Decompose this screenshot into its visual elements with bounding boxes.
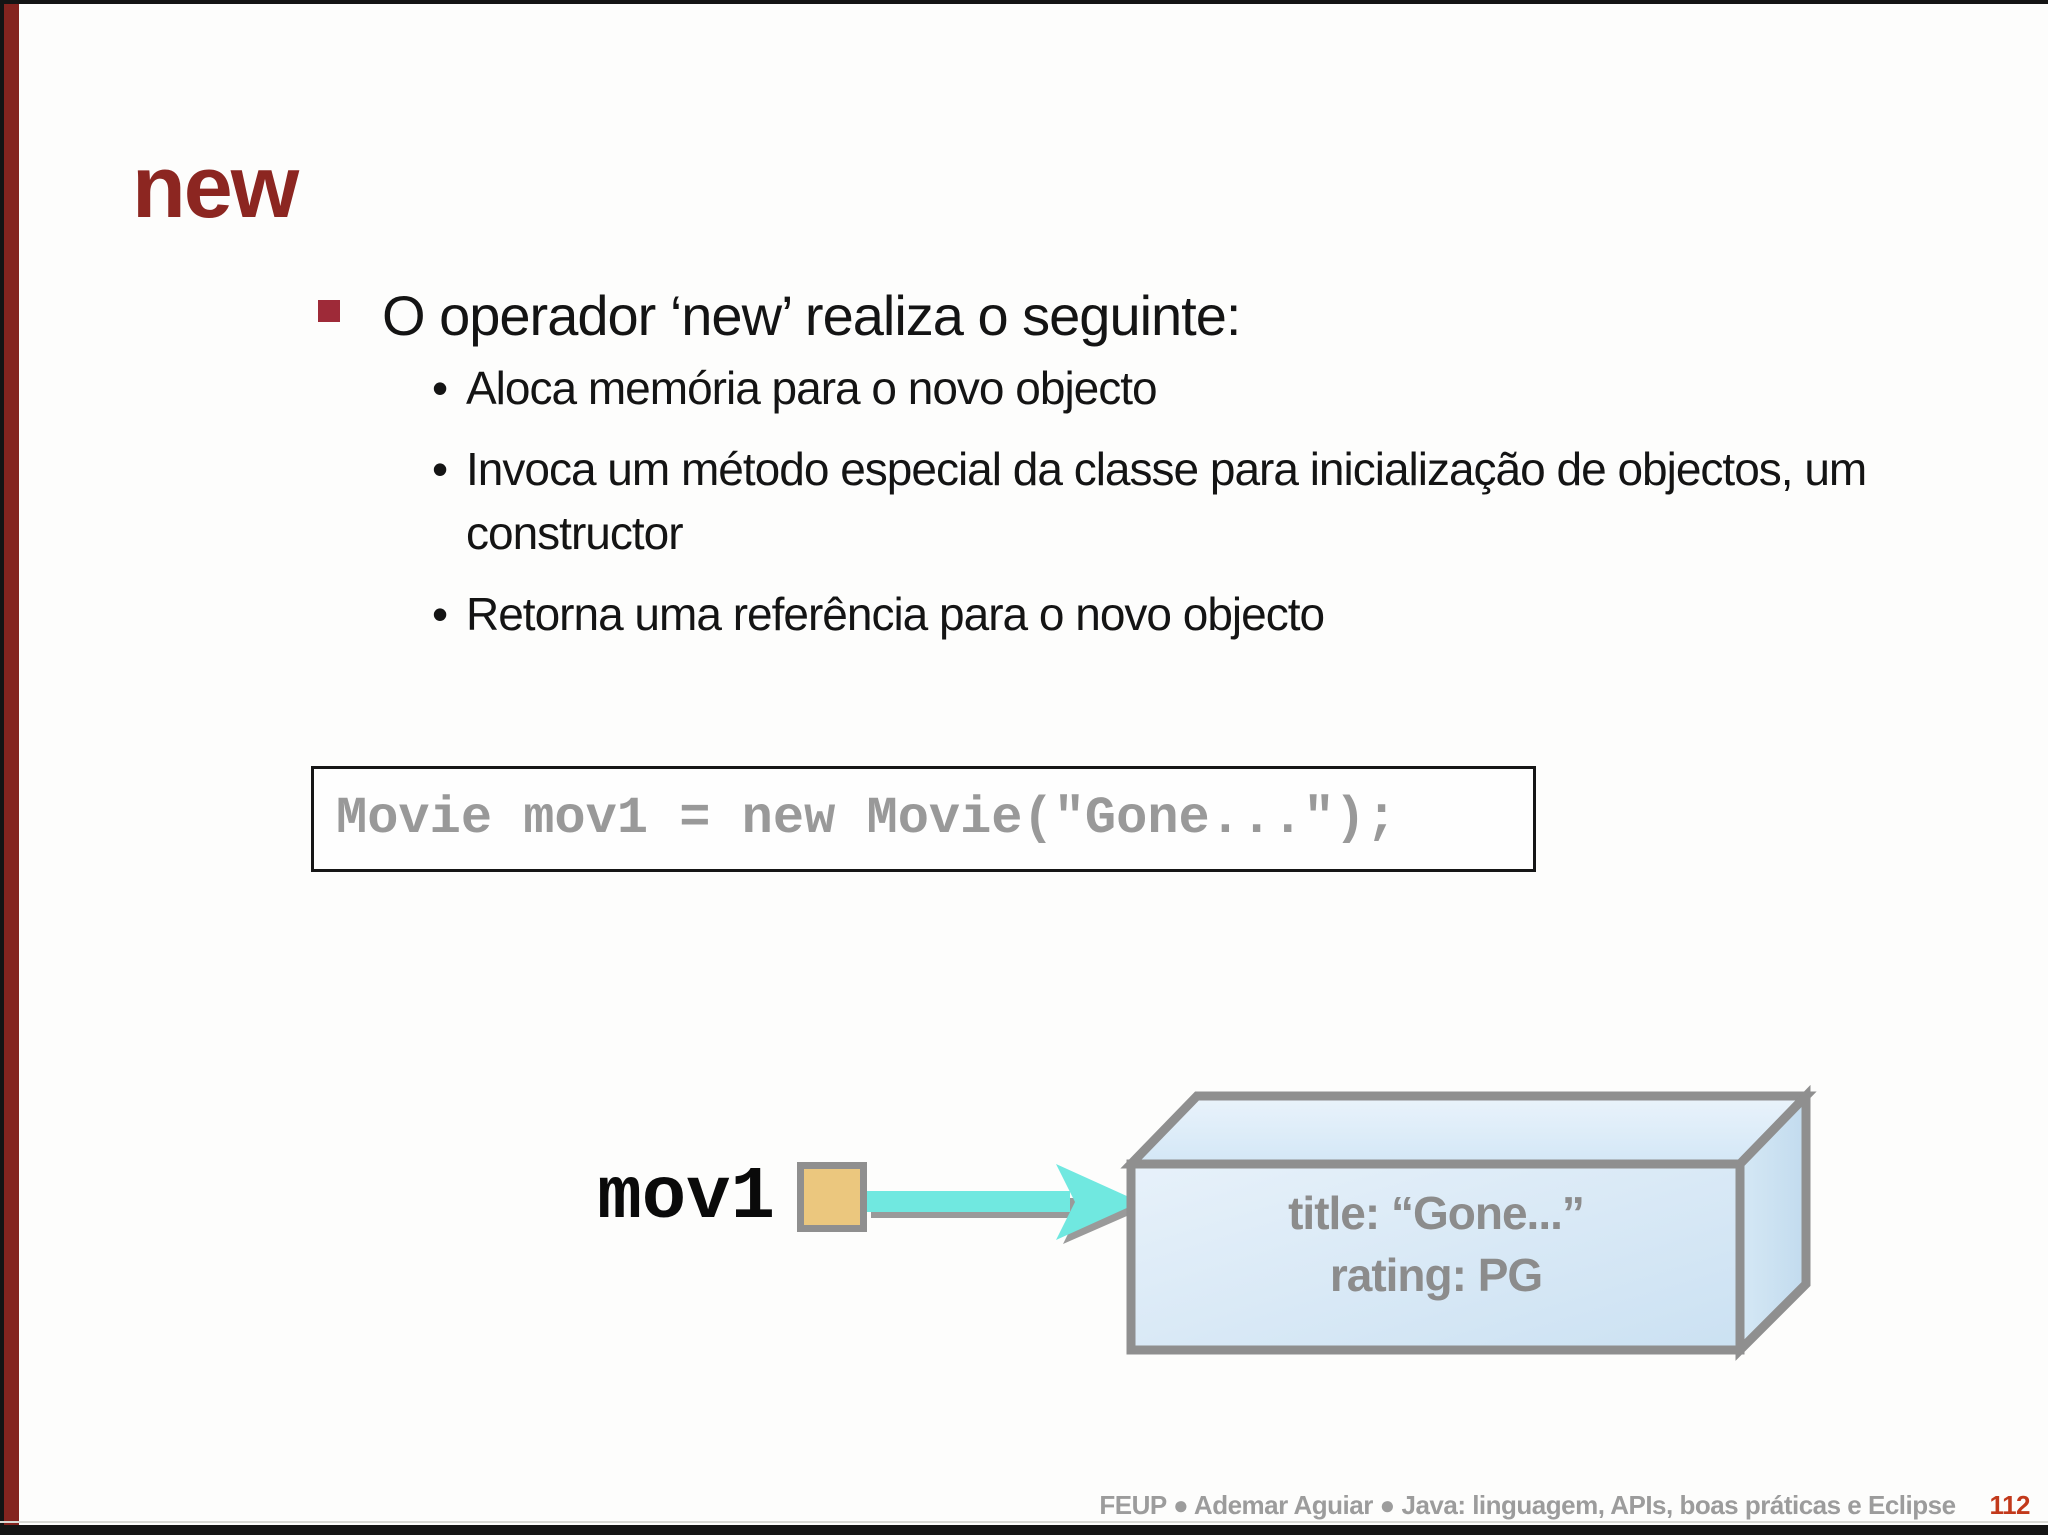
dot-bullet-icon: •: [432, 588, 449, 640]
object-rating-line: rating: PG: [1329, 1249, 1543, 1301]
object-title-line: title: “Gone...”: [1288, 1187, 1585, 1239]
dot-bullet-icon: •: [432, 443, 449, 495]
reference-square: [797, 1162, 867, 1232]
dot-bullet-icon: •: [432, 362, 449, 414]
object-attributes: title: “Gone...” rating: PG: [1140, 1182, 1732, 1306]
object-box-3d: [1120, 1084, 1817, 1361]
sub-bullet-text: Aloca memória para o novo objecto: [466, 362, 1158, 414]
list-item: • Retorna uma referência para o novo obj…: [432, 582, 1992, 646]
square-bullet-icon: [318, 300, 340, 322]
slide-title: new: [132, 136, 299, 236]
box-front-face: [1126, 1159, 1745, 1355]
sub-bullet-text: Retorna uma referência para o novo objec…: [466, 588, 1325, 640]
list-item: • Invoca um método especial da classe pa…: [432, 437, 1992, 565]
box-top-face: [1120, 1091, 1817, 1169]
footer-text: FEUP ● Ademar Aguiar ● Java: linguagem, …: [1099, 1490, 1956, 1520]
left-border: [0, 0, 4, 1535]
code-statement: Movie mov1 = new Movie("Gone...");: [336, 789, 1397, 848]
reference-arrow-icon: [864, 1164, 1140, 1240]
left-accent-bar: [4, 4, 19, 1525]
main-bullet-text: O operador ‘new’ realiza o seguinte:: [382, 284, 1241, 347]
footer: FEUP ● Ademar Aguiar ● Java: linguagem, …: [1099, 1490, 2030, 1521]
sub-bullet-text: Invoca um método especial da classe para…: [466, 443, 1867, 559]
code-box: Movie mov1 = new Movie("Gone...");: [311, 766, 1536, 872]
bottom-border: [0, 1525, 2048, 1535]
reference-label: mov1: [597, 1156, 775, 1240]
main-bullet: O operador ‘new’ realiza o seguinte:: [318, 285, 1818, 347]
top-border: [0, 0, 2048, 4]
list-item: • Aloca memória para o novo objecto: [432, 356, 1992, 420]
bottom-hairline: [0, 1521, 2048, 1523]
page-number: 112: [1989, 1490, 2031, 1520]
sub-bullet-list: • Aloca memória para o novo objecto • In…: [432, 356, 1992, 663]
